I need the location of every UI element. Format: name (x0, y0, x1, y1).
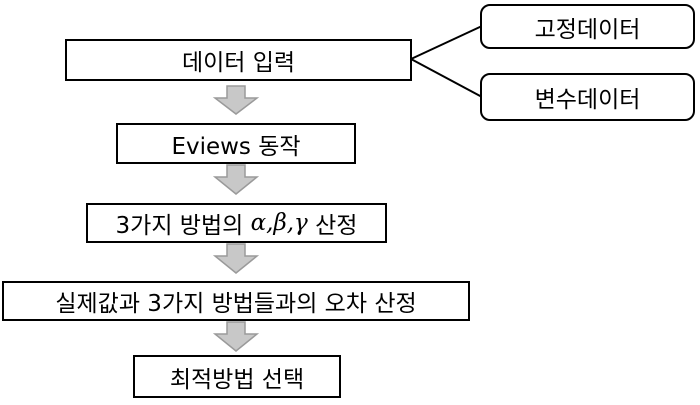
step-eviews: Eviews 동작 (116, 123, 356, 164)
step-eviews-label: Eviews 동작 (171, 133, 301, 160)
down-arrow-icon (212, 164, 260, 195)
down-arrow-icon (212, 85, 260, 115)
down-arrow-icon (212, 321, 260, 352)
step-optimal-selection-label: 최적방법 선택 (169, 366, 305, 393)
step-error-estimation: 실제값과 3가지 방법들과의 오차 산정 (2, 281, 470, 321)
step-data-input: 데이터 입력 (65, 39, 412, 81)
step-parameter-suffix: 산정 (307, 213, 358, 239)
input-variable-data: 변수데이터 (480, 73, 695, 121)
input-fixed-data: 고정데이터 (480, 4, 695, 49)
step-error-estimation-label: 실제값과 3가지 방법들과의 오차 산정 (55, 291, 417, 317)
step-parameter-estimation: 3가지 방법의 α,β,γ 산정 (86, 203, 387, 243)
line-to-fixed-data (410, 25, 483, 60)
step-parameter-symbols: α,β,γ (250, 210, 308, 236)
down-arrow-icon (212, 243, 260, 274)
input-variable-data-label: 변수데이터 (534, 87, 641, 113)
step-parameter-prefix: 3가지 방법의 (115, 213, 251, 239)
input-fixed-data-label: 고정데이터 (534, 16, 641, 43)
step-optimal-selection: 최적방법 선택 (133, 355, 341, 398)
step-data-input-label: 데이터 입력 (181, 50, 296, 76)
line-to-variable-data (410, 58, 483, 98)
input-branch-lines (410, 25, 483, 98)
